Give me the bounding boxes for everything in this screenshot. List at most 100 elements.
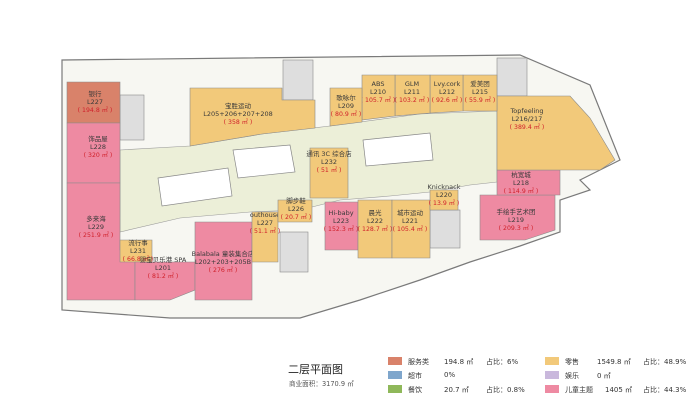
unit-code: L205+206+207+208 — [203, 110, 273, 118]
unit-code: L229 — [88, 223, 104, 231]
legend-label: 服务类 — [408, 358, 429, 366]
stair-core-northeast — [496, 57, 528, 97]
unit-name: outhouse — [250, 211, 280, 219]
unit-code: L228 — [90, 143, 106, 151]
unit-shape — [391, 199, 431, 259]
legend-label: 零售 — [565, 358, 579, 366]
unit-name: Hi-baby — [328, 209, 353, 217]
unit-shape — [429, 189, 459, 211]
legend-label: 娱乐 — [565, 372, 579, 380]
unit-area: ( 209.3 ㎡ ) — [499, 224, 534, 232]
unit-name: GLM — [405, 80, 419, 88]
unit-code: L227 — [257, 219, 273, 227]
unit-name: 多来海 — [86, 214, 106, 223]
unit-area: ( 80.9 ㎡ ) — [331, 110, 362, 118]
unit-area: ( 276 ㎡ ) — [209, 266, 238, 274]
unit-area: ( 81.2 ㎡ ) — [148, 272, 179, 280]
unit-shape — [496, 95, 616, 171]
legend-value: 1549.8 ㎡ — [597, 358, 631, 366]
unit-shape — [251, 211, 279, 263]
unit-shape — [194, 221, 253, 301]
unit-area: ( 251.9 ㎡ ) — [79, 231, 114, 239]
legend-swatch-service — [388, 357, 402, 365]
unit-code: L210 — [370, 88, 386, 96]
unit-code: L202+203+205B — [195, 258, 251, 266]
unit-area: ( 389.4 ㎡ ) — [510, 123, 545, 131]
unit-code: L216/217 — [512, 115, 543, 123]
atrium-void-left — [157, 167, 233, 207]
unit-code: L211 — [404, 88, 420, 96]
unit-name: 脚步鞋 — [286, 196, 306, 205]
unit-code: L223 — [333, 217, 349, 225]
unit-name: 饰品屋 — [88, 134, 108, 143]
unit-code: L201 — [155, 264, 171, 272]
unit-area: ( 20.7 ㎡ ) — [281, 213, 312, 221]
unit-name: 杭宽城 — [511, 170, 531, 179]
unit-area: ( 194.8 ㎡ ) — [78, 106, 113, 114]
legend-swatch-kids — [545, 385, 559, 393]
unit-code: L222 — [367, 217, 383, 225]
unit-name: 手绘手艺术团 — [497, 207, 536, 216]
unit-code: L221 — [402, 217, 418, 225]
unit-name: 晨光 — [369, 208, 383, 217]
legend-swatch-supermarket — [388, 371, 402, 379]
unit-name: 宝胜运动 — [225, 101, 252, 110]
unit-code: L219 — [508, 216, 524, 224]
unit-area: ( 105.4 ㎡ ) — [393, 225, 428, 233]
atrium-void-middle — [232, 144, 296, 179]
stair-core-south — [279, 231, 309, 273]
legend-percent: 占比：0.8% — [486, 386, 525, 394]
legend-value: 0% — [444, 371, 456, 379]
unit-name: 流行事 — [128, 238, 148, 247]
stair-core-southeast — [429, 209, 461, 249]
legend-value: 194.8 ㎡ — [444, 358, 474, 366]
legend-percent: 占比：44.3% — [643, 386, 687, 394]
unit-shape — [309, 147, 349, 199]
unit-area: ( 66.8 ㎡ ) — [123, 255, 154, 263]
legend-swatch-dining — [388, 385, 402, 393]
unit-name: Knicknack — [428, 183, 461, 191]
unit-name: 通讯 3C 综合店 — [306, 149, 352, 158]
unit-name: Balabala 童装集合店 — [192, 249, 255, 258]
unit-area: ( 51 ㎡ ) — [317, 166, 342, 174]
legend-label: 餐饮 — [408, 386, 422, 394]
legend-percent: 占比：48.9% — [643, 358, 687, 366]
unit-area: ( 92.6 ㎡ ) — [432, 96, 463, 104]
unit-name: 爱美团 — [470, 79, 490, 88]
unit-code: L209 — [338, 102, 354, 110]
unit-shape — [189, 87, 316, 147]
unit-code: L227 — [87, 98, 103, 106]
legend-swatch-retail — [545, 357, 559, 365]
unit-name: 婴宝贝乐港 SPA — [140, 255, 187, 264]
stair-core-west — [119, 94, 145, 141]
unit-code: L212 — [439, 88, 455, 96]
unit-shape — [329, 87, 363, 127]
unit-area: ( 103.2 ㎡ ) — [395, 96, 430, 104]
unit-area: ( 114.9 ㎡ ) — [504, 187, 539, 195]
unit-code: L232 — [321, 158, 337, 166]
unit-name: Lvy.cork — [434, 80, 461, 88]
unit-name: ABS — [372, 80, 385, 88]
